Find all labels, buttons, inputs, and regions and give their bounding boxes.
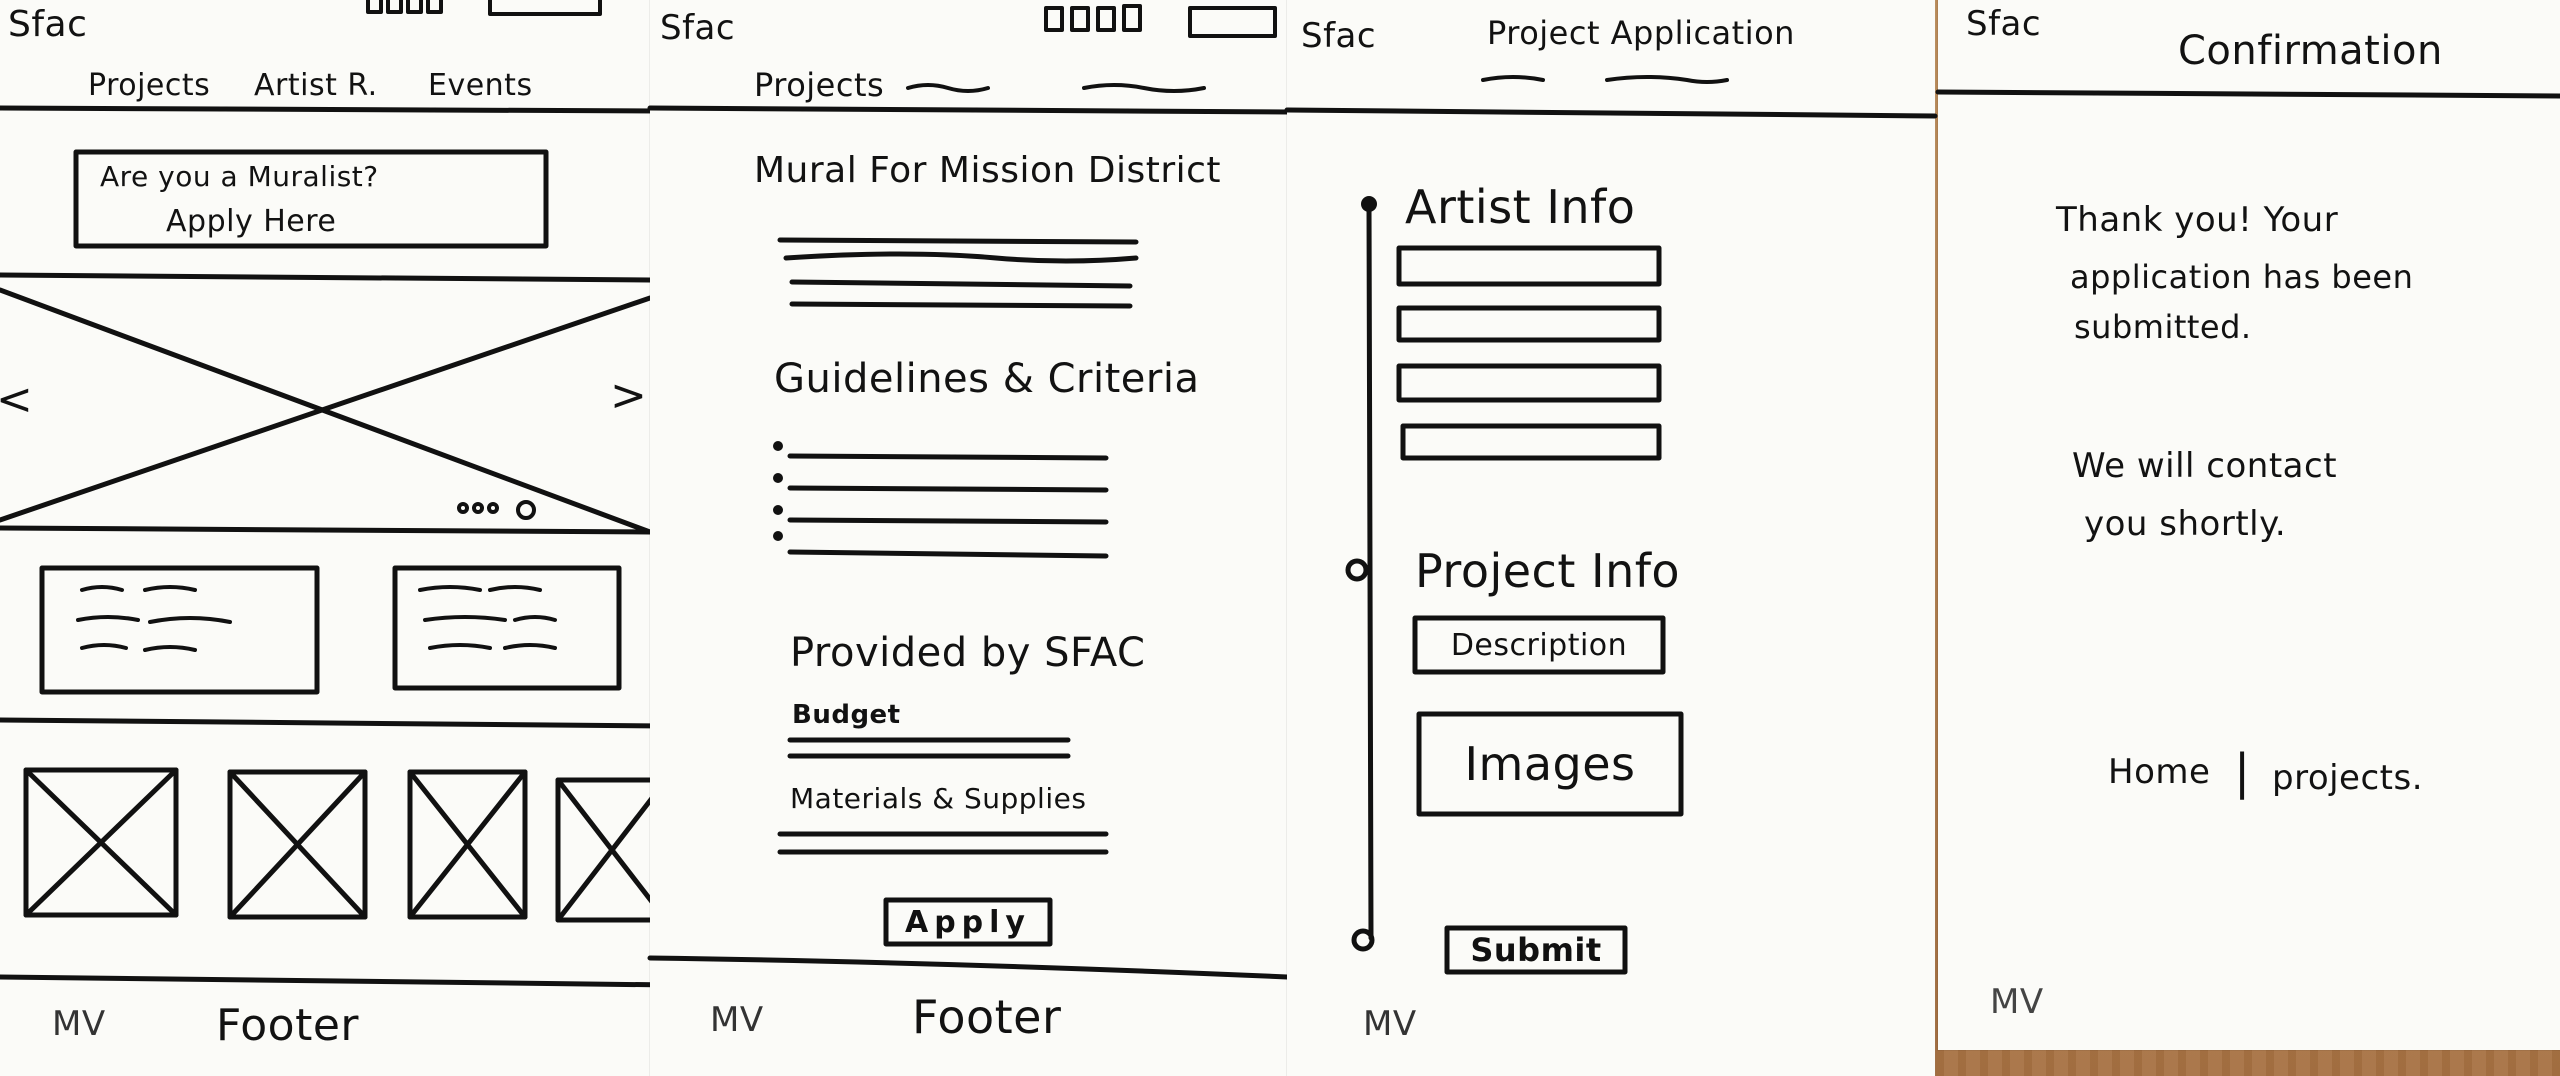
logo[interactable]: Sfac xyxy=(1966,4,2042,44)
project-screen-drawing xyxy=(647,4,1313,981)
description-field[interactable]: Description xyxy=(1450,627,1628,663)
thank-you-line-1: Thank you! Your xyxy=(2056,200,2339,240)
nav-artist-resources[interactable]: Artist R. xyxy=(254,68,378,103)
nav-projects-active[interactable]: Projects xyxy=(754,66,885,104)
contact-line-1: We will contact xyxy=(2072,446,2338,486)
budget-label: Budget xyxy=(792,700,901,730)
home-screen-sketch: Sfac Projects Artist R. Events Are you a… xyxy=(0,0,676,1076)
logo[interactable]: Sfac xyxy=(1301,16,1377,56)
thank-you-line-3: submitted. xyxy=(2074,308,2252,346)
images-upload[interactable]: Images xyxy=(1464,737,1636,791)
projects-link[interactable]: projects. xyxy=(2272,758,2424,798)
footer-logo: MV xyxy=(1363,1004,1417,1044)
link-separator: | xyxy=(2234,744,2251,800)
submit-button[interactable]: Submit xyxy=(1470,931,1602,969)
footer-label: Footer xyxy=(216,1000,359,1051)
home-link[interactable]: Home xyxy=(2108,752,2211,792)
apply-button[interactable]: Apply xyxy=(904,904,1031,940)
carousel-next-arrow[interactable]: > xyxy=(610,370,648,421)
project-info-heading: Project Info xyxy=(1415,544,1681,598)
page-title: Project Application xyxy=(1487,14,1795,52)
logo[interactable]: Sfac xyxy=(660,8,736,48)
cta-question: Are you a Muralist? xyxy=(100,160,379,193)
footer-label: Footer xyxy=(912,990,1062,1044)
materials-label: Materials & Supplies xyxy=(790,782,1087,815)
confirmation-screen-drawing xyxy=(1935,89,2560,99)
footer-logo: MV xyxy=(710,1000,764,1040)
project-screen-sketch: Sfac Projects Mural For Mission District… xyxy=(647,0,1313,1076)
artist-info-heading: Artist Info xyxy=(1405,180,1636,234)
provided-heading: Provided by SFAC xyxy=(790,630,1146,676)
home-screen-drawing xyxy=(0,0,675,988)
contact-line-2: you shortly. xyxy=(2084,504,2287,544)
project-title: Mural For Mission District xyxy=(754,150,1222,191)
logo[interactable]: Sfac xyxy=(8,4,88,45)
apply-here-link[interactable]: Apply Here xyxy=(166,204,337,239)
nav-projects[interactable]: Projects xyxy=(88,68,211,103)
nav-events[interactable]: Events xyxy=(428,68,533,103)
application-screen-drawing xyxy=(1284,75,1938,975)
page-title: Confirmation xyxy=(2178,28,2443,74)
confirmation-screen-sketch: Sfac Confirmation Thank you! Your applic… xyxy=(1935,0,2560,1050)
footer-logo: MV xyxy=(52,1004,106,1044)
thank-you-line-2: application has been xyxy=(2070,258,2414,296)
guidelines-heading: Guidelines & Criteria xyxy=(774,356,1200,402)
application-screen-sketch: Sfac Project Application Artist Info Pro… xyxy=(1284,0,1938,1076)
carousel-prev-arrow[interactable]: < xyxy=(0,374,34,425)
footer-logo: MV xyxy=(1990,982,2044,1022)
